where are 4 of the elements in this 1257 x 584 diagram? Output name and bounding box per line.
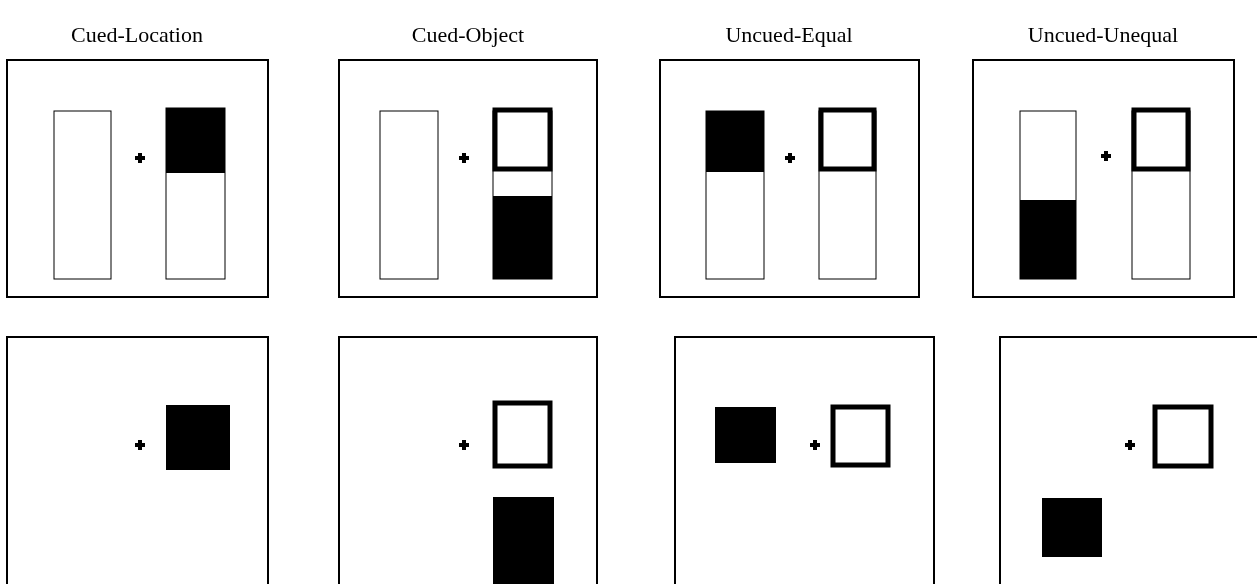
- condition-heading: Uncued-Equal: [724, 22, 854, 48]
- condition-heading: Cued-Object: [410, 22, 526, 48]
- condition-heading: Cued-Location: [70, 22, 204, 48]
- condition-heading: Uncued-Unequal: [1026, 22, 1180, 48]
